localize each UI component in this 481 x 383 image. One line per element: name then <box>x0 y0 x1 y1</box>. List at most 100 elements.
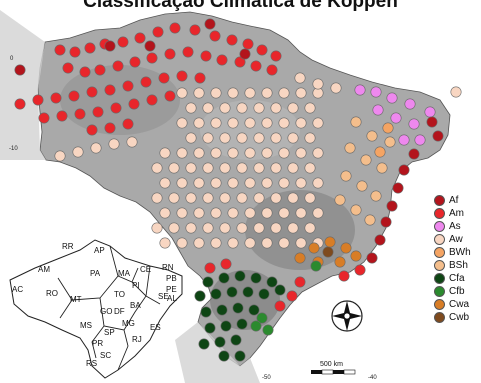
station-marker-aw <box>244 117 256 129</box>
station-marker-am <box>226 34 238 46</box>
legend-label: Am <box>449 208 464 219</box>
station-marker-bsh <box>356 180 368 192</box>
station-marker-aw <box>270 222 282 234</box>
station-marker-af <box>398 164 410 176</box>
station-marker-aw <box>108 138 120 150</box>
legend-swatch <box>434 273 445 284</box>
station-marker-aw <box>210 177 222 189</box>
station-marker-aw <box>253 192 265 204</box>
station-marker-aw <box>236 192 248 204</box>
station-marker-aw <box>244 207 256 219</box>
station-marker-aw <box>227 117 239 129</box>
station-marker-aw <box>236 222 248 234</box>
station-marker-aw <box>219 132 231 144</box>
station-marker-aw <box>253 222 265 234</box>
inset-state-label: GO <box>100 307 112 316</box>
station-marker-cwa <box>308 242 320 254</box>
inset-state-label: MT <box>70 295 82 304</box>
station-marker-bsh <box>384 136 396 148</box>
neighbor-territory <box>175 322 260 383</box>
station-marker-aw <box>202 102 214 114</box>
station-marker-bsh <box>350 204 362 216</box>
station-marker-am <box>68 90 80 102</box>
inset-outline <box>9 239 183 379</box>
station-marker-cfa <box>216 304 228 316</box>
legend-swatch <box>434 260 445 271</box>
station-marker-af <box>426 116 438 128</box>
station-marker-aw <box>312 117 324 129</box>
legend-item-bwh: BWh <box>434 246 480 259</box>
station-marker-aw <box>54 150 66 162</box>
station-marker-aw <box>278 147 290 159</box>
station-marker-cfb <box>250 320 262 332</box>
legend-item-cwb: Cwb <box>434 311 480 324</box>
lon-label-50: -50 <box>262 375 271 381</box>
inset-state-label: PI <box>132 281 140 290</box>
inset-state-label: PR <box>92 339 103 348</box>
station-marker-am <box>74 108 86 120</box>
station-marker-aw <box>278 177 290 189</box>
station-marker-aw <box>253 162 265 174</box>
inset-state-label: MG <box>122 319 135 328</box>
station-marker-aw <box>159 207 171 219</box>
station-marker-aw <box>287 222 299 234</box>
station-marker-aw <box>176 207 188 219</box>
station-marker-am <box>112 60 124 72</box>
station-marker-cwa <box>334 256 346 268</box>
station-marker-af <box>104 40 116 52</box>
station-marker-cfa <box>234 270 246 282</box>
station-marker-aw <box>185 102 197 114</box>
inset-state-label: CE <box>140 265 151 274</box>
station-marker-aw <box>202 132 214 144</box>
station-marker-aw <box>168 222 180 234</box>
station-marker-cfa <box>210 288 222 300</box>
station-marker-am <box>14 98 26 110</box>
station-marker-aw <box>236 132 248 144</box>
station-marker-am <box>216 54 228 66</box>
station-marker-am <box>38 112 50 124</box>
lat-label-10: -10 <box>9 146 18 152</box>
neighbor-territory <box>0 10 46 160</box>
station-marker-cwa <box>350 250 362 262</box>
station-marker-af <box>239 48 251 60</box>
station-marker-cfa <box>204 322 216 334</box>
station-marker-aw <box>90 142 102 154</box>
station-marker-as <box>354 84 366 96</box>
legend-label: BWh <box>449 247 471 258</box>
station-marker-am <box>286 290 298 302</box>
station-marker-aw <box>176 87 188 99</box>
station-marker-cfb <box>256 312 268 324</box>
station-marker-aw <box>193 87 205 99</box>
station-marker-am <box>104 84 116 96</box>
station-marker-aw <box>295 87 307 99</box>
station-marker-aw <box>312 207 324 219</box>
inset-state-label: AP <box>94 246 105 255</box>
station-marker-cfa <box>198 338 210 350</box>
station-marker-aw <box>244 237 256 249</box>
station-marker-aw <box>185 192 197 204</box>
station-marker-aw <box>193 147 205 159</box>
station-marker-aw <box>287 102 299 114</box>
station-marker-as <box>370 86 382 98</box>
inset-state-borders <box>57 245 161 371</box>
station-marker-aw <box>151 162 163 174</box>
station-marker-cfa <box>226 286 238 298</box>
station-marker-aw <box>244 177 256 189</box>
station-marker-am <box>117 36 129 48</box>
station-marker-cfa <box>202 276 214 288</box>
legend-swatch <box>434 195 445 206</box>
legend-swatch <box>434 208 445 219</box>
station-marker-am <box>79 66 91 78</box>
station-marker-aw <box>210 147 222 159</box>
legend-item-aw: Aw <box>434 233 480 246</box>
station-marker-cfa <box>250 272 262 284</box>
inset-state-label: DF <box>114 307 125 316</box>
station-marker-am <box>86 124 98 136</box>
station-marker-aw <box>227 177 239 189</box>
station-marker-aw <box>295 207 307 219</box>
station-marker-am <box>54 44 66 56</box>
station-marker-cfa <box>258 288 270 300</box>
station-marker-aw <box>159 177 171 189</box>
legend-label: Cwa <box>449 299 470 310</box>
